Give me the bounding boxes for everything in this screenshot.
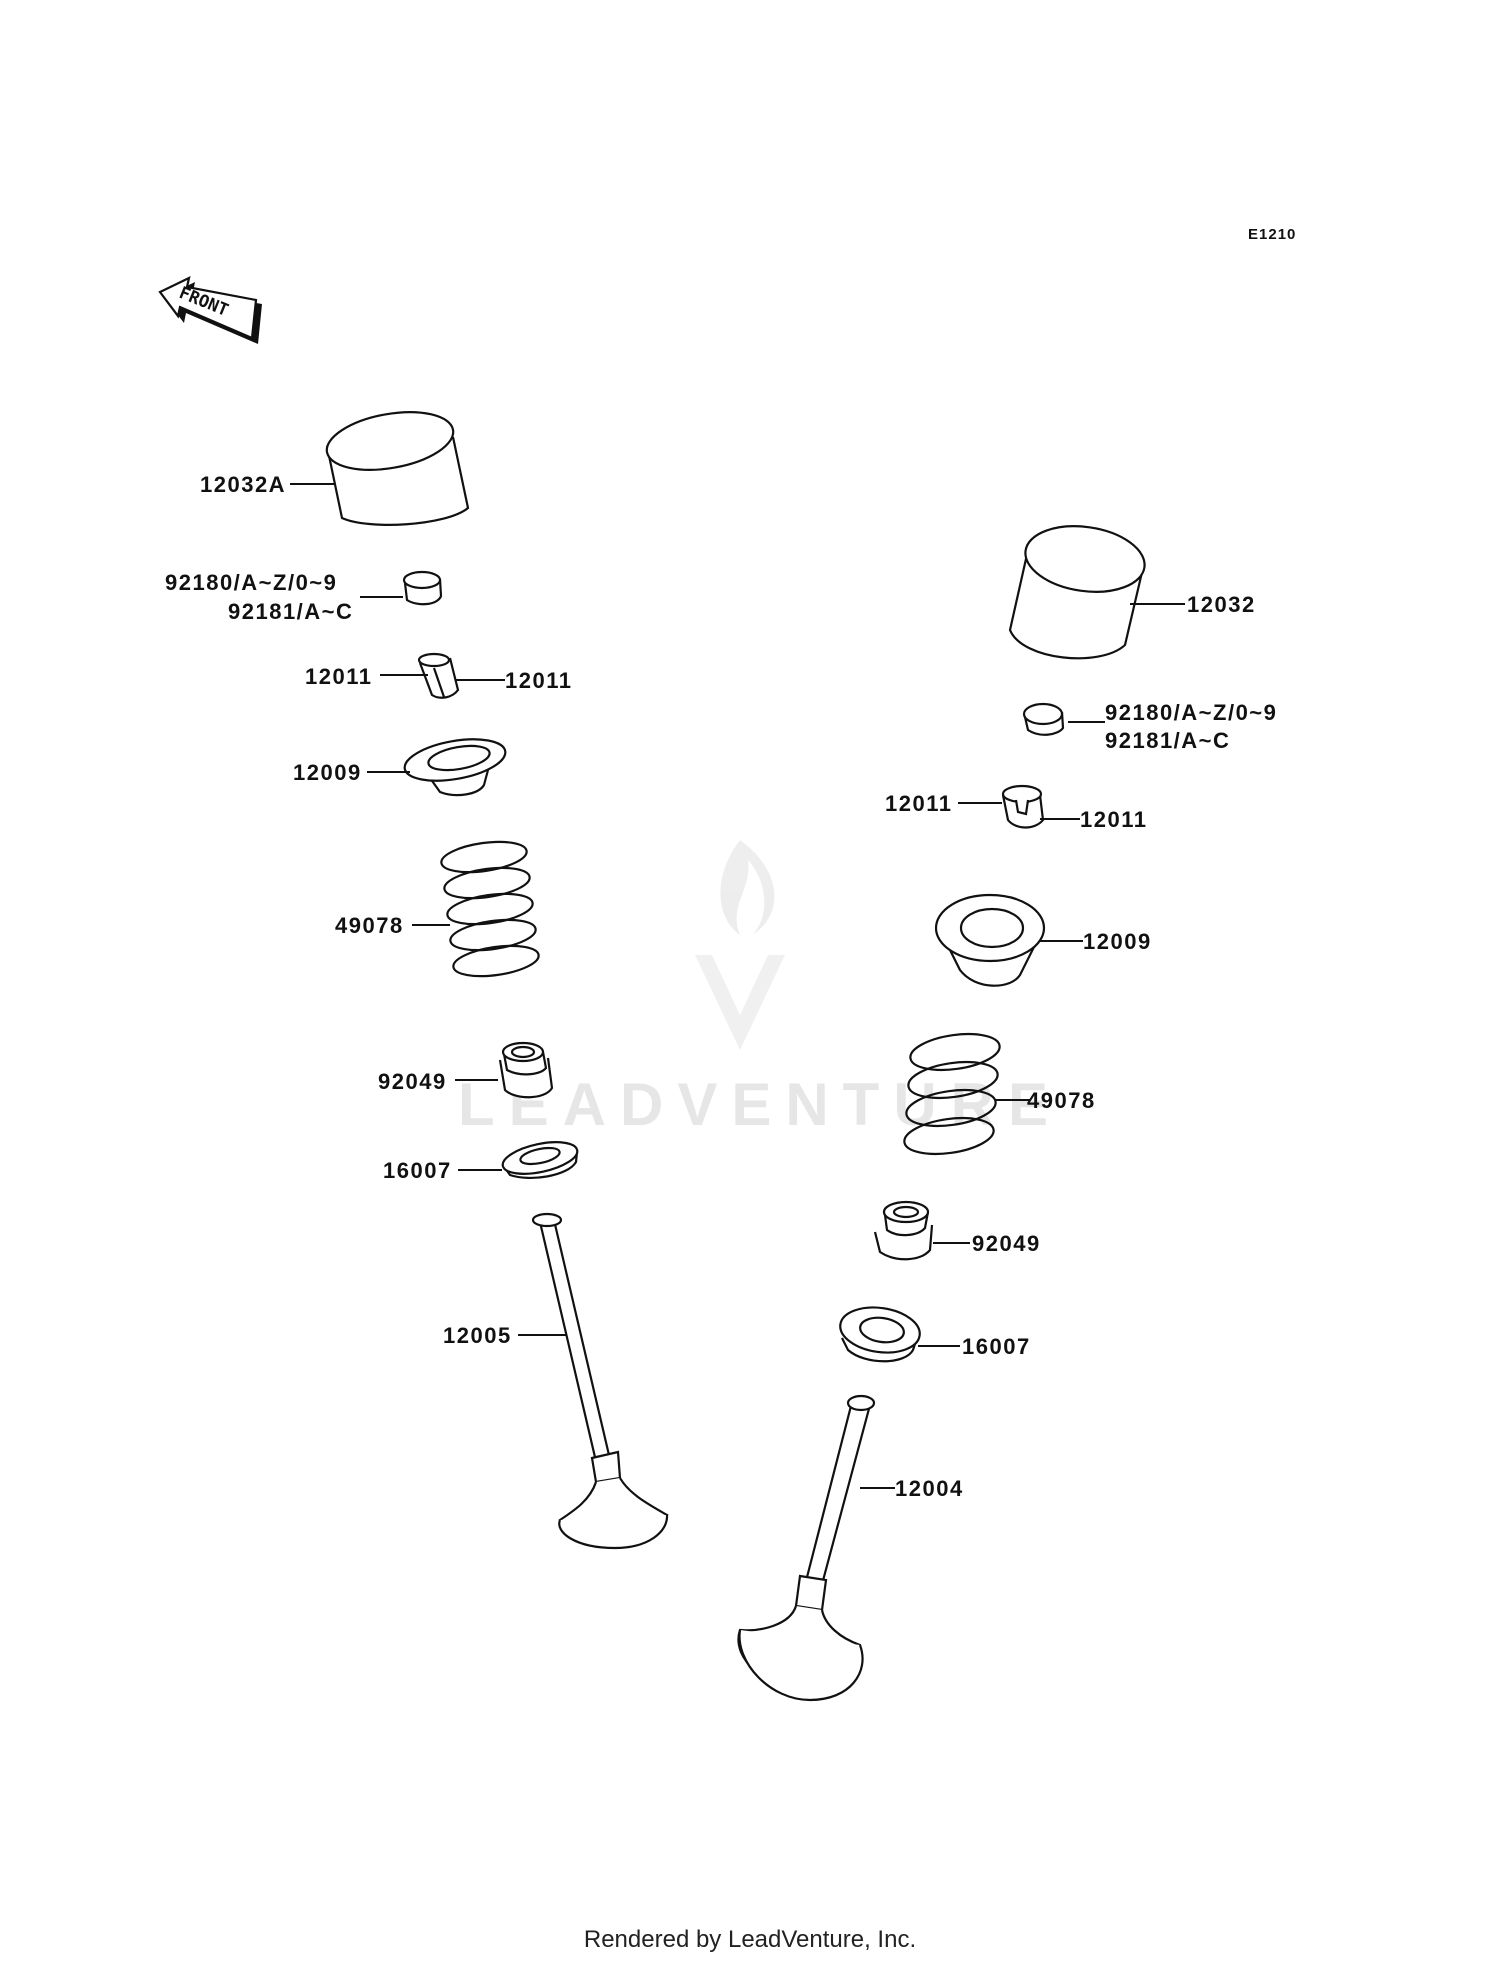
label-r-retainer: 12009 xyxy=(1083,929,1152,954)
label-l-seat: 16007 xyxy=(383,1158,452,1183)
footer-credit: Rendered by LeadVenture, Inc. xyxy=(583,1926,917,1953)
label-r-cotter-right: 12011 xyxy=(1080,807,1147,832)
label-l-valve: 12005 xyxy=(443,1323,512,1348)
right-spring-seat xyxy=(839,1306,921,1363)
label-r-shim-b: 92181/A~C xyxy=(1105,728,1230,753)
label-r-seat: 16007 xyxy=(962,1334,1031,1359)
label-r-seal: 92049 xyxy=(972,1231,1041,1256)
left-spring-seat xyxy=(501,1141,579,1179)
label-l-spring: 49078 xyxy=(335,913,404,938)
right-valve xyxy=(737,1394,876,1702)
left-shim xyxy=(402,570,443,606)
label-r-cotter-left: 12011 xyxy=(885,791,952,816)
front-arrow-icon: FRONT xyxy=(158,276,262,344)
left-tappet xyxy=(325,411,470,526)
label-l-tappet: 12032A xyxy=(200,472,286,497)
right-spring xyxy=(903,1032,1001,1156)
right-tappet xyxy=(1008,525,1146,660)
right-cotter xyxy=(1001,784,1045,829)
right-stem-seal xyxy=(873,1200,934,1261)
label-r-spring: 49078 xyxy=(1027,1088,1096,1113)
left-spring xyxy=(440,840,540,978)
label-l-shim-b: 92181/A~C xyxy=(228,599,353,624)
label-r-valve: 12004 xyxy=(895,1476,964,1501)
diagram-code: E1210 xyxy=(1248,226,1296,243)
left-retainer xyxy=(403,738,507,797)
label-l-shim-a: 92180/A~Z/0~9 xyxy=(165,570,337,595)
watermark-text: LEADVENTURE xyxy=(458,1071,1062,1138)
label-r-tappet: 12032 xyxy=(1187,592,1256,617)
label-r-shim-a: 92180/A~Z/0~9 xyxy=(1105,700,1277,725)
left-stem-seal xyxy=(498,1041,554,1099)
watermark-logo xyxy=(695,840,785,1050)
label-l-seal: 92049 xyxy=(378,1069,447,1094)
right-retainer xyxy=(934,893,1046,987)
right-shim xyxy=(1022,702,1065,736)
left-cotter xyxy=(417,652,460,699)
label-l-retainer: 12009 xyxy=(293,760,362,785)
label-l-cotter-right: 12011 xyxy=(505,668,572,693)
label-l-cotter-left: 12011 xyxy=(305,664,372,689)
left-valve xyxy=(531,1212,669,1550)
